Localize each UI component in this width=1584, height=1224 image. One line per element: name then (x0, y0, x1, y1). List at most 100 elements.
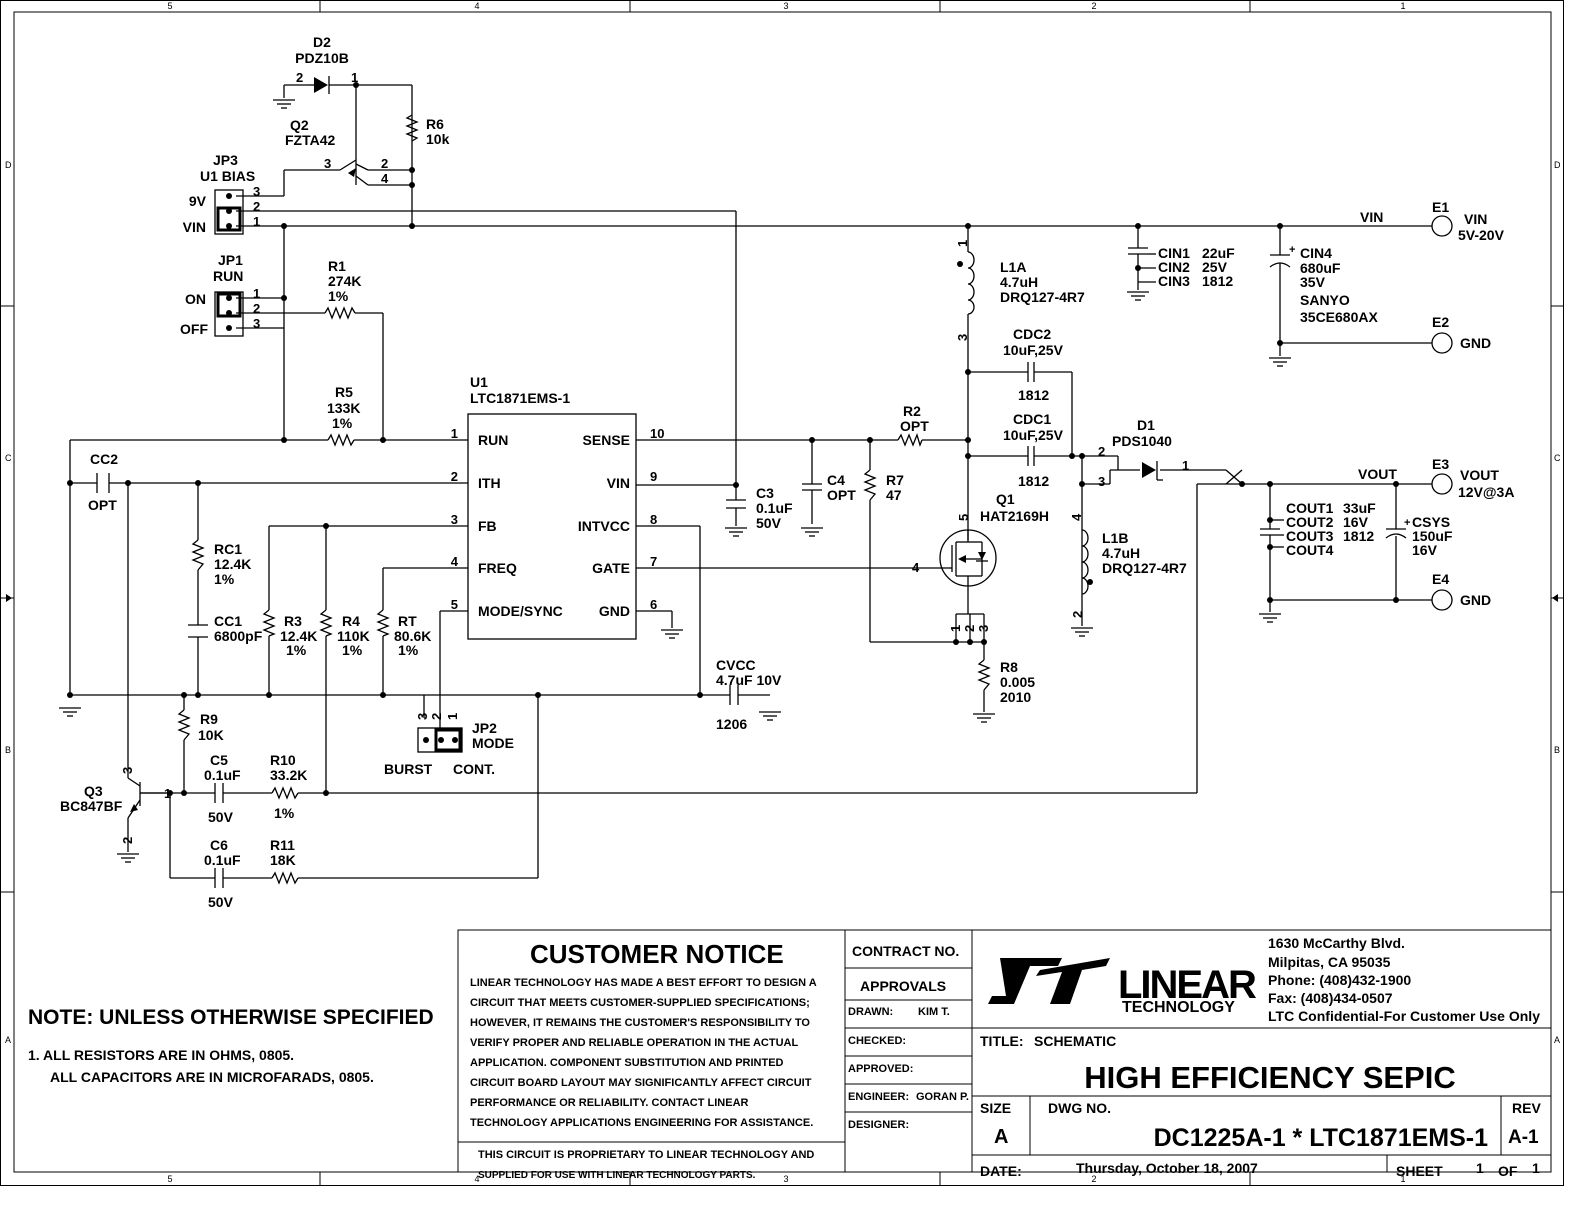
q2-pin-2: 2 (381, 156, 388, 171)
customer-notice-title: CUSTOMER NOTICE (530, 939, 784, 969)
d2-pin-a: 2 (296, 70, 303, 85)
logo-sub: TECHNOLOGY (1122, 999, 1235, 1016)
cout-pkg: 1812 (1343, 528, 1374, 544)
q1-ref: Q1 (996, 491, 1015, 507)
zone-row-d-left: D (5, 160, 12, 170)
port-e1[interactable]: E1 VIN 5V-20V VIN (1360, 199, 1505, 243)
cvcc-ref: CVCC (716, 657, 756, 673)
port-e4[interactable]: E4 GND (1431, 571, 1491, 611)
q2-value: FZTA42 (285, 132, 336, 148)
l1b-symbol: L1B 4.7uH DRQ127-4R7 4 2 (1069, 513, 1187, 618)
rc1-tol: 1% (214, 571, 235, 587)
c3-ref: C3 (756, 485, 774, 501)
e1-value: 5V-20V (1458, 227, 1505, 243)
c6-value: 0.1uF (204, 852, 241, 868)
port-e2[interactable]: E2 GND (1431, 314, 1491, 354)
e4-name: GND (1460, 592, 1491, 608)
cout-volt: 16V (1343, 514, 1369, 530)
r8-pkg: 2010 (1000, 689, 1031, 705)
r4-symbol: R4 110K 1% (319, 609, 370, 658)
junction-dots (67, 82, 1399, 796)
jp3-pin-1: 1 (253, 214, 260, 229)
jp3-jumper[interactable]: JP3 U1 BIAS 9V VIN 3 2 1 (183, 152, 261, 235)
logo-wordmark: LINEAR (1118, 963, 1257, 1007)
l1b-value: 4.7uH (1102, 545, 1140, 561)
cin-volt: 25V (1202, 259, 1228, 275)
u1-pin-run: RUN (478, 432, 508, 448)
c6-ref: C6 (210, 837, 228, 853)
r5-symbol: R5 133K 1% (327, 384, 360, 447)
c4-ref: C4 (827, 472, 845, 488)
d2-symbol: D2 PDZ10B 2 1 (295, 34, 358, 94)
zone-col-2-top: 2 (1091, 1, 1096, 11)
zone-row-b-right: B (1554, 745, 1560, 755)
q3-pin-2: 2 (120, 837, 135, 844)
c6-symbol: C6 0.1uF 50V (204, 837, 241, 910)
d2-ref: D2 (313, 34, 331, 50)
u1-ref: U1 (470, 374, 488, 390)
notice-line-4: VERIFY PROPER AND RELIABLE OPERATION IN … (470, 1037, 798, 1049)
checked-label: CHECKED: (848, 1035, 906, 1047)
port-e3[interactable]: E3 VOUT 12V@3A VOUT (1358, 456, 1514, 500)
r9-symbol: R9 10K (177, 709, 224, 743)
jp1-jumper[interactable]: JP1 RUN ON OFF 1 2 3 (180, 252, 260, 337)
r10-tol: 1% (274, 805, 295, 821)
q3-pin-1: 1 (164, 786, 171, 801)
jp2-jumper[interactable]: JP2 MODE BURST CONT. 3 2 1 (384, 713, 514, 777)
c4-value: OPT (827, 487, 856, 503)
proprietary-line-2: SUPPLIED FOR USE WITH LINEAR TECHNOLOGY … (478, 1170, 756, 1181)
d2-value: PDZ10B (295, 50, 349, 66)
c5-volt: 50V (208, 809, 234, 825)
d2-pin-k: 1 (351, 70, 358, 85)
engineer-value: GORAN P. (916, 1091, 969, 1103)
cc2-symbol: CC2 OPT (88, 451, 118, 513)
jp1-pin-3: 3 (253, 316, 260, 331)
svg-text:+: + (1289, 244, 1295, 256)
vin-net-label: VIN (1360, 209, 1383, 225)
e1-ref: E1 (1432, 199, 1449, 215)
notes-line-1: 1. ALL RESISTORS ARE IN OHMS, 0805. (28, 1047, 294, 1063)
c5-value: 0.1uF (204, 767, 241, 783)
cvcc-pkg: 1206 (716, 716, 747, 732)
cin3-ref: CIN3 (1158, 273, 1190, 289)
jp3-opt-a: 9V (189, 193, 207, 209)
jp2-pin-2: 2 (429, 713, 444, 720)
r3-value: 12.4K (280, 628, 317, 644)
jp1-pin-1: 1 (253, 286, 260, 301)
q1-symbol: Q1 HAT2169H 5 4 1 2 3 (912, 491, 1049, 632)
r6-value: 10k (426, 131, 450, 147)
r9-value: 10K (198, 727, 224, 743)
l1a-part: DRQ127-4R7 (1000, 289, 1085, 305)
jp1-opt-a: ON (185, 291, 206, 307)
zone-col-1-bottom: 1 (1400, 1174, 1405, 1184)
cdc2-pkg: 1812 (1018, 387, 1049, 403)
cc1-value: 6800pF (214, 628, 263, 644)
cc2-ref: CC2 (90, 451, 118, 467)
cin-symbol: CIN1 CIN2 CIN3 22uF 25V 1812 (1128, 245, 1235, 289)
cin4-value: 680uF (1300, 260, 1341, 276)
notice-line-6: CIRCUIT BOARD LAYOUT MAY SIGNIFICANTLY A… (470, 1077, 812, 1089)
r5-value: 133K (327, 400, 360, 416)
u1-pin-num-9: 9 (650, 469, 657, 484)
d1-symbol: D1 PDS1040 2 3 1 (1098, 417, 1189, 489)
u1-pin-num-3: 3 (451, 512, 458, 527)
date-value: Thursday, October 18, 2007 (1076, 1160, 1258, 1176)
jp3-pin-2: 2 (253, 199, 260, 214)
r8-value: 0.005 (1000, 674, 1035, 690)
c3-symbol: C3 0.1uF 50V (726, 485, 793, 531)
notice-line-5: APPLICATION. COMPONENT SUBSTITUTION AND … (470, 1057, 784, 1069)
jp1-value: RUN (213, 268, 243, 284)
u1-pin-num-1: 1 (451, 426, 458, 441)
c5-ref: C5 (210, 752, 228, 768)
u1-pin-mode: MODE/SYNC (478, 603, 563, 619)
cin4-volt: 35V (1300, 274, 1326, 290)
sheet-total: 1 (1532, 1160, 1540, 1176)
contract-no-label: CONTRACT NO. (852, 943, 959, 959)
c5-symbol: C5 0.1uF 50V (204, 752, 241, 825)
zone-col-3-top: 3 (783, 1, 788, 11)
zone-col-3-bottom: 3 (783, 1174, 788, 1184)
e3-name: VOUT (1460, 467, 1499, 483)
cin4-symbol: + CIN4 680uF 35V SANYO 35CE680AX (1269, 244, 1378, 325)
q2-pin-3: 3 (324, 156, 331, 171)
u1-pin-num-4: 4 (451, 554, 459, 569)
